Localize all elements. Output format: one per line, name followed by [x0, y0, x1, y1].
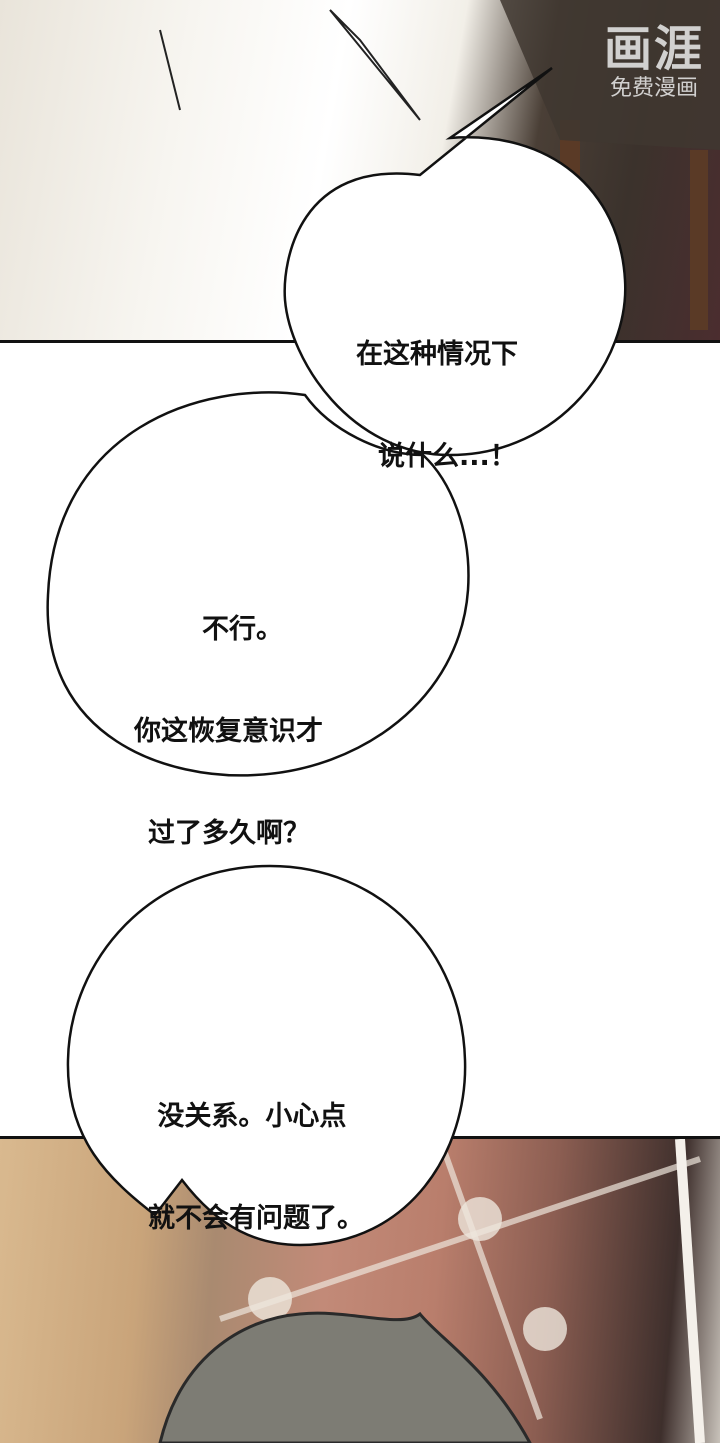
- watermark-logo: 画涯: [603, 21, 704, 77]
- bubble-1-line-2: 说什么...！: [378, 441, 517, 472]
- bubble-2-line-3: 过了多久啊？: [148, 818, 310, 849]
- bubble-3-line-1: 没关系。小心点: [148, 1101, 347, 1132]
- bubble-1-line-1: 在这种情况下: [356, 339, 518, 370]
- top-panel-art: [159, 0, 720, 330]
- bubble-3-line-2: 就不会有问题了。: [148, 1203, 364, 1234]
- speech-bubble-1: [283, 66, 627, 457]
- bubble-1-text: 在这种情况下 说什么...！: [356, 270, 518, 508]
- bubble-2-line-2: 你这恢复意识才: [134, 716, 323, 747]
- bubble-2-line-1: 不行。: [202, 614, 283, 645]
- bottom-panel-art: [158, 1139, 705, 1443]
- speech-bubble-2: [46, 391, 470, 777]
- bubble-2-text: 不行。 你这恢复意识才 过了多久啊？: [134, 545, 323, 885]
- speech-bubble-3: [66, 864, 467, 1247]
- bottom-illustration-panel: [0, 1136, 720, 1443]
- watermark: 画涯 免费漫画: [604, 22, 704, 102]
- bubble-3-text: 没关系。小心点 就不会有问题了。: [148, 1032, 364, 1270]
- watermark-subtitle: 免费漫画: [609, 76, 698, 101]
